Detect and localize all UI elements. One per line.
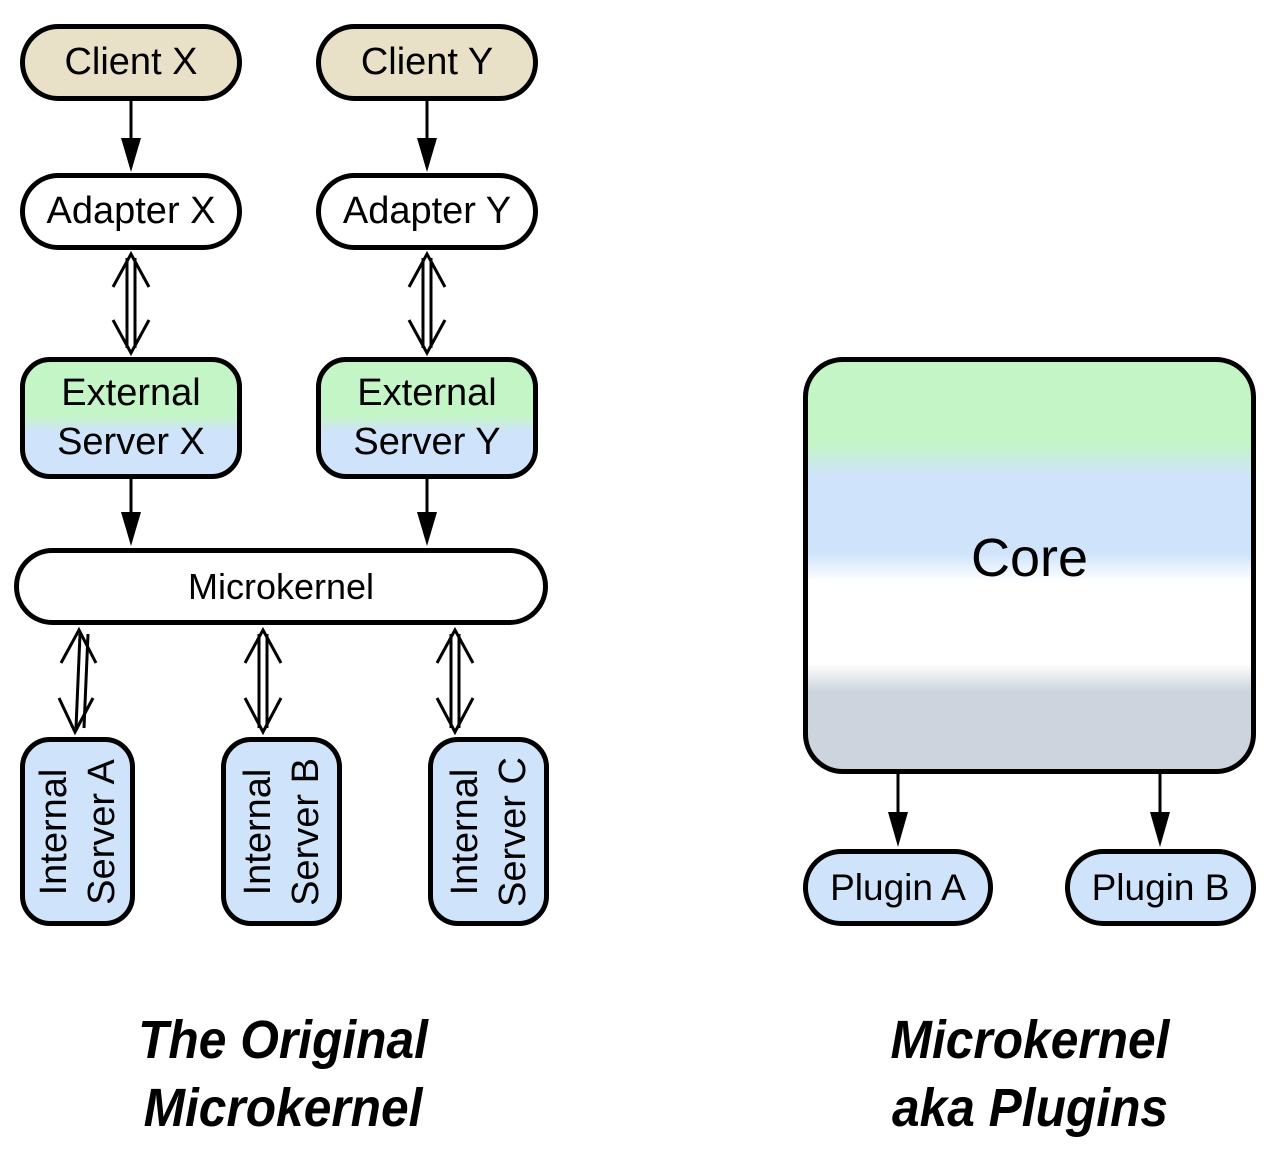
internal-server-a-text: Internal Server A <box>30 759 126 905</box>
internal-server-a-node: Internal Server A <box>20 737 135 926</box>
adapter-x-node: Adapter X <box>20 173 242 250</box>
arrow-core-to-plugin-b <box>1150 773 1170 847</box>
internal-server-c-line2: Server C <box>491 756 534 907</box>
plugin-b-node: Plugin B <box>1065 849 1256 926</box>
double-arrow-adapter-x-external-x <box>111 250 151 357</box>
external-server-y-node: External Server Y <box>316 357 538 479</box>
internal-server-a-line1: Internal <box>32 768 75 895</box>
right-caption-line1: Microkernel <box>890 1010 1170 1070</box>
internal-server-c-text: Internal Server C <box>441 757 537 907</box>
internal-server-c-node: Internal Server C <box>428 737 549 926</box>
left-caption: The Original Microkernel <box>78 1006 488 1142</box>
plugin-a-node: Plugin A <box>803 849 993 926</box>
double-arrow-adapter-y-external-y <box>407 250 447 357</box>
adapter-y-node: Adapter Y <box>316 173 538 250</box>
external-server-x-node: External Server X <box>20 357 242 479</box>
arrow-external-y-to-microkernel <box>417 478 437 546</box>
adapter-y-label: Adapter Y <box>342 190 512 232</box>
external-server-y-line2: Server Y <box>353 421 501 463</box>
arrow-client-x-to-adapter-x <box>121 100 141 172</box>
microkernel-label: Microkernel <box>187 565 375 607</box>
external-server-x-line2: Server X <box>57 421 205 463</box>
double-arrow-microkernel-internal-b <box>243 626 283 736</box>
core-node: Core <box>803 357 1256 774</box>
plugin-a-label: Plugin A <box>830 866 966 908</box>
external-server-y-line1: External <box>357 372 497 414</box>
arrow-external-x-to-microkernel <box>121 478 141 546</box>
client-x-node: Client X <box>20 24 242 101</box>
internal-server-b-line2: Server B <box>284 757 327 906</box>
arrow-core-to-plugin-a <box>888 773 908 847</box>
core-label: Core <box>970 527 1089 588</box>
internal-server-b-text: Internal Server B <box>234 758 330 906</box>
client-y-node: Client Y <box>316 24 538 101</box>
right-caption-line2: aka Plugins <box>891 1078 1169 1138</box>
double-arrow-microkernel-internal-a <box>57 626 98 736</box>
client-x-label: Client X <box>64 41 198 83</box>
internal-server-b-node: Internal Server B <box>221 737 342 926</box>
microkernel-node: Microkernel <box>14 548 548 625</box>
external-server-x-line1: External <box>61 372 201 414</box>
plugin-b-label: Plugin B <box>1091 866 1230 908</box>
internal-server-c-line1: Internal <box>443 768 486 895</box>
double-arrow-microkernel-internal-c <box>435 626 475 736</box>
left-caption-line2: Microkernel <box>143 1078 423 1138</box>
left-caption-line1: The Original <box>138 1010 428 1070</box>
adapter-x-label: Adapter X <box>46 190 216 232</box>
internal-server-b-line1: Internal <box>236 768 279 895</box>
right-caption: Microkernel aka Plugins <box>825 1006 1235 1142</box>
internal-server-a-line2: Server A <box>80 758 123 905</box>
client-y-label: Client Y <box>360 41 494 83</box>
arrow-client-y-to-adapter-y <box>417 100 437 172</box>
